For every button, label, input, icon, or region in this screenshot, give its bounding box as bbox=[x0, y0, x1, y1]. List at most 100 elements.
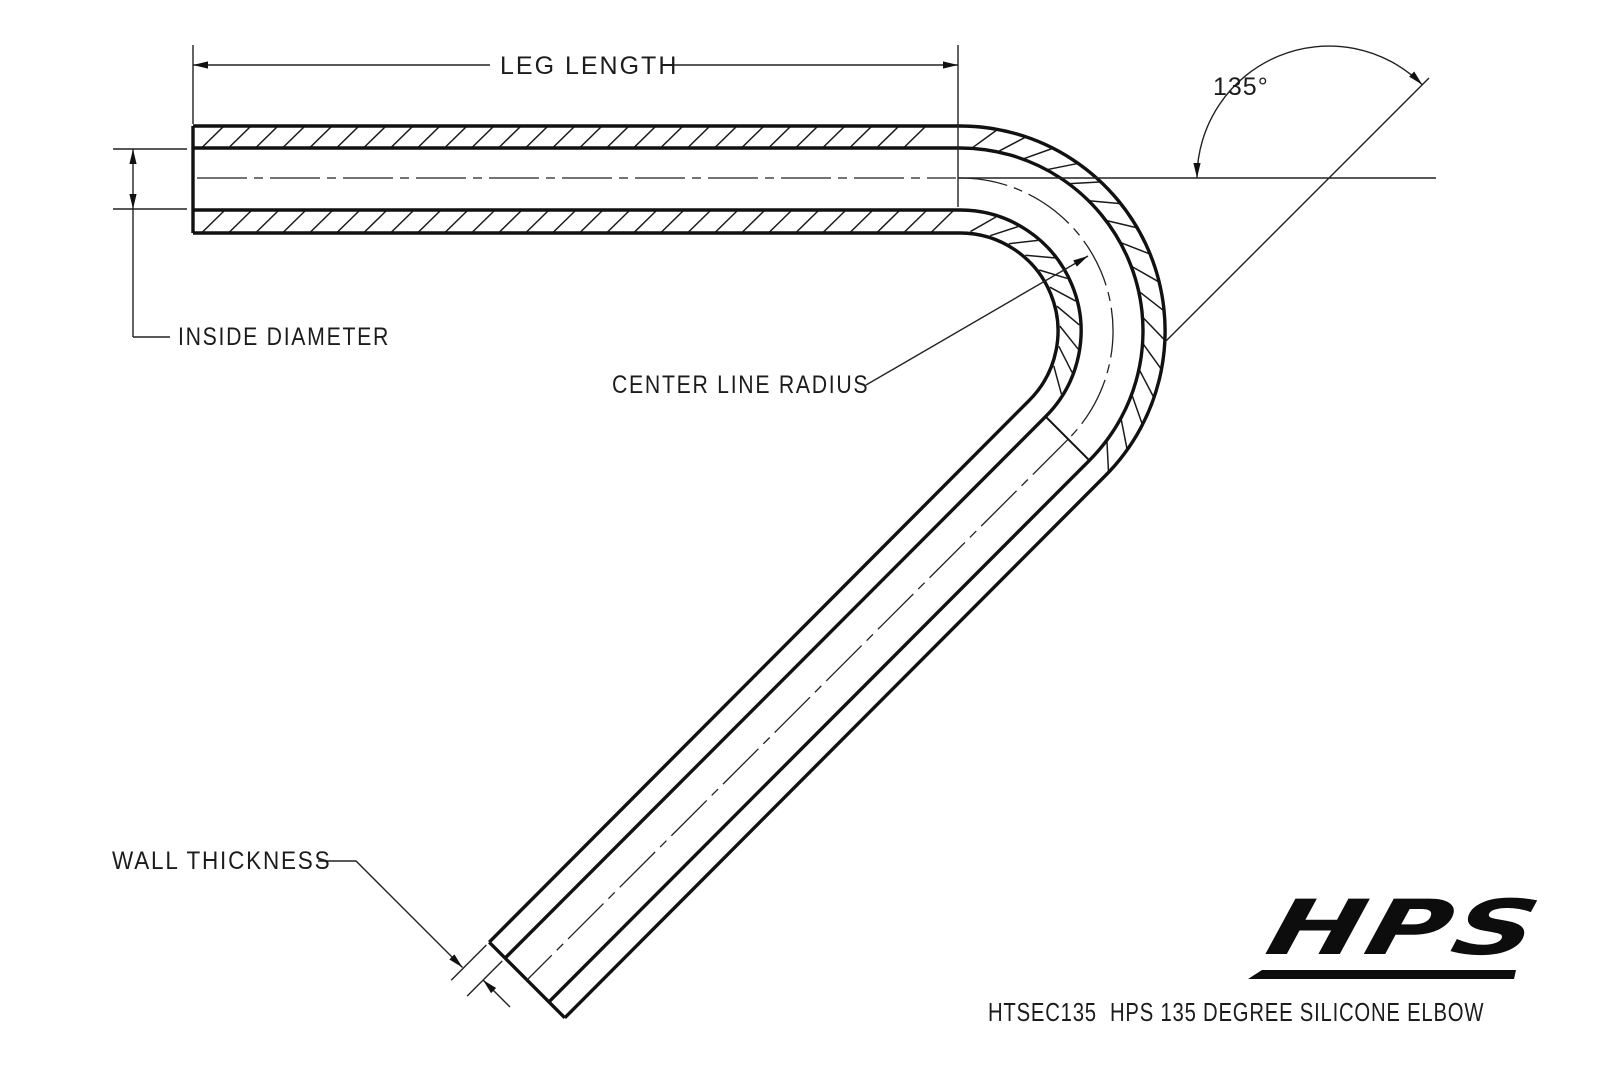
hatch-line bbox=[552, 125, 576, 149]
hatch-line bbox=[525, 125, 549, 149]
hatch-line bbox=[444, 125, 468, 149]
hatch-line bbox=[444, 209, 469, 234]
leg-length-label: LEG LENGTH bbox=[500, 52, 679, 80]
hps-logo: HPS bbox=[1246, 883, 1576, 994]
hatch-line bbox=[1049, 286, 1077, 302]
hatch-line bbox=[741, 125, 765, 149]
hps-logo-text: HPS bbox=[1258, 883, 1551, 972]
hatch-line bbox=[1056, 305, 1080, 326]
centerlines bbox=[197, 177, 1114, 981]
hatch-line bbox=[363, 125, 387, 149]
hatch-line bbox=[903, 209, 928, 234]
hatch-line bbox=[660, 209, 685, 234]
hatch-line bbox=[498, 125, 522, 149]
angle-value-label: 135° bbox=[1213, 73, 1269, 101]
hatch-line bbox=[633, 209, 658, 234]
arrowhead bbox=[129, 194, 137, 209]
hatch-line bbox=[795, 209, 820, 234]
tube-walls bbox=[191, 124, 1167, 1020]
hatch-line bbox=[849, 209, 874, 234]
hatch-line bbox=[336, 125, 360, 149]
hatch-line bbox=[1059, 325, 1079, 350]
hatch-line bbox=[876, 125, 900, 149]
hatch-line bbox=[282, 209, 307, 234]
hatch-line bbox=[390, 125, 414, 149]
hatch-line bbox=[201, 125, 225, 149]
arrowhead bbox=[129, 149, 137, 164]
hatch-line bbox=[1107, 220, 1136, 229]
hatch-line bbox=[282, 125, 306, 149]
hatch-line bbox=[741, 209, 766, 234]
hatch-line bbox=[363, 209, 388, 234]
center-line-radius-label: CENTER LINE RADIUS bbox=[612, 371, 870, 399]
arrowhead bbox=[943, 61, 958, 69]
inner-bottom-wall bbox=[193, 208, 1083, 960]
hatch-line bbox=[660, 125, 684, 149]
hatch-line bbox=[201, 209, 226, 234]
hps-logo-underline bbox=[1248, 970, 1516, 979]
hatch-line bbox=[930, 209, 955, 234]
hatch-line bbox=[309, 209, 334, 234]
hatch-line bbox=[1131, 395, 1143, 424]
hatch-line bbox=[633, 125, 657, 149]
hatch-line bbox=[768, 209, 793, 234]
part-number: HTSEC135 bbox=[988, 997, 1097, 1027]
hatch-line bbox=[552, 209, 577, 234]
hatch-line bbox=[1132, 266, 1159, 282]
hatch-line bbox=[1053, 365, 1063, 395]
hatch-line bbox=[255, 209, 280, 234]
hatch-line bbox=[714, 209, 739, 234]
hatch-line bbox=[1139, 370, 1154, 397]
hatch-line bbox=[822, 125, 846, 149]
arrowheads bbox=[129, 61, 1423, 994]
bend-centerline-arc bbox=[957, 177, 1114, 440]
hatch-line bbox=[579, 125, 603, 149]
inside-diameter-label: INSIDE DIAMETER bbox=[178, 323, 391, 351]
hatch-line bbox=[822, 209, 847, 234]
hatch-line bbox=[970, 216, 997, 233]
hatch-line bbox=[876, 209, 901, 234]
hatch-line bbox=[972, 129, 997, 149]
hatch-line bbox=[417, 209, 442, 234]
hatch-line bbox=[1025, 254, 1055, 259]
hatch-line bbox=[1047, 162, 1077, 171]
hatch-line bbox=[1142, 344, 1162, 369]
hatch-line bbox=[1120, 419, 1128, 449]
hatch-line bbox=[849, 125, 873, 149]
hatch-line bbox=[471, 125, 495, 149]
section-cut-line bbox=[1044, 415, 1091, 462]
hatch-line bbox=[687, 209, 712, 234]
hatch-line bbox=[606, 125, 630, 149]
arrowhead bbox=[1409, 71, 1423, 85]
hatch-line bbox=[903, 125, 927, 149]
hatch-line bbox=[1090, 200, 1120, 205]
hatch-line bbox=[1139, 291, 1164, 311]
center-line-radius-leader bbox=[865, 255, 1089, 386]
hatch-line bbox=[1039, 269, 1068, 280]
arrowhead bbox=[1073, 256, 1088, 267]
wall-thickness-label: WALL THICKNESS bbox=[112, 847, 332, 875]
wt-tick-inner bbox=[466, 960, 503, 997]
arrowhead bbox=[449, 954, 463, 968]
hatch-line bbox=[336, 209, 361, 234]
hatch-line bbox=[417, 125, 441, 149]
hatch-line bbox=[768, 125, 792, 149]
hatch-line bbox=[1058, 345, 1073, 373]
hatch-line bbox=[309, 125, 333, 149]
inner-top-wall bbox=[193, 146, 1145, 1004]
diagonal-reference-line bbox=[1164, 77, 1430, 343]
hatch-line bbox=[1023, 148, 1052, 160]
hatch-line bbox=[687, 125, 711, 149]
outer-bottom-wall bbox=[193, 231, 1060, 944]
hatch-line bbox=[606, 209, 631, 234]
hatch-line bbox=[255, 125, 279, 149]
wt-leader bbox=[318, 860, 463, 968]
hatch-line bbox=[228, 209, 253, 234]
wall-thickness-dimension bbox=[318, 860, 511, 1008]
hatch-line bbox=[525, 209, 550, 234]
leg-length-dimension bbox=[192, 45, 959, 207]
hatch-line bbox=[714, 125, 738, 149]
arrowhead bbox=[1193, 163, 1201, 178]
hatch-line bbox=[471, 209, 496, 234]
